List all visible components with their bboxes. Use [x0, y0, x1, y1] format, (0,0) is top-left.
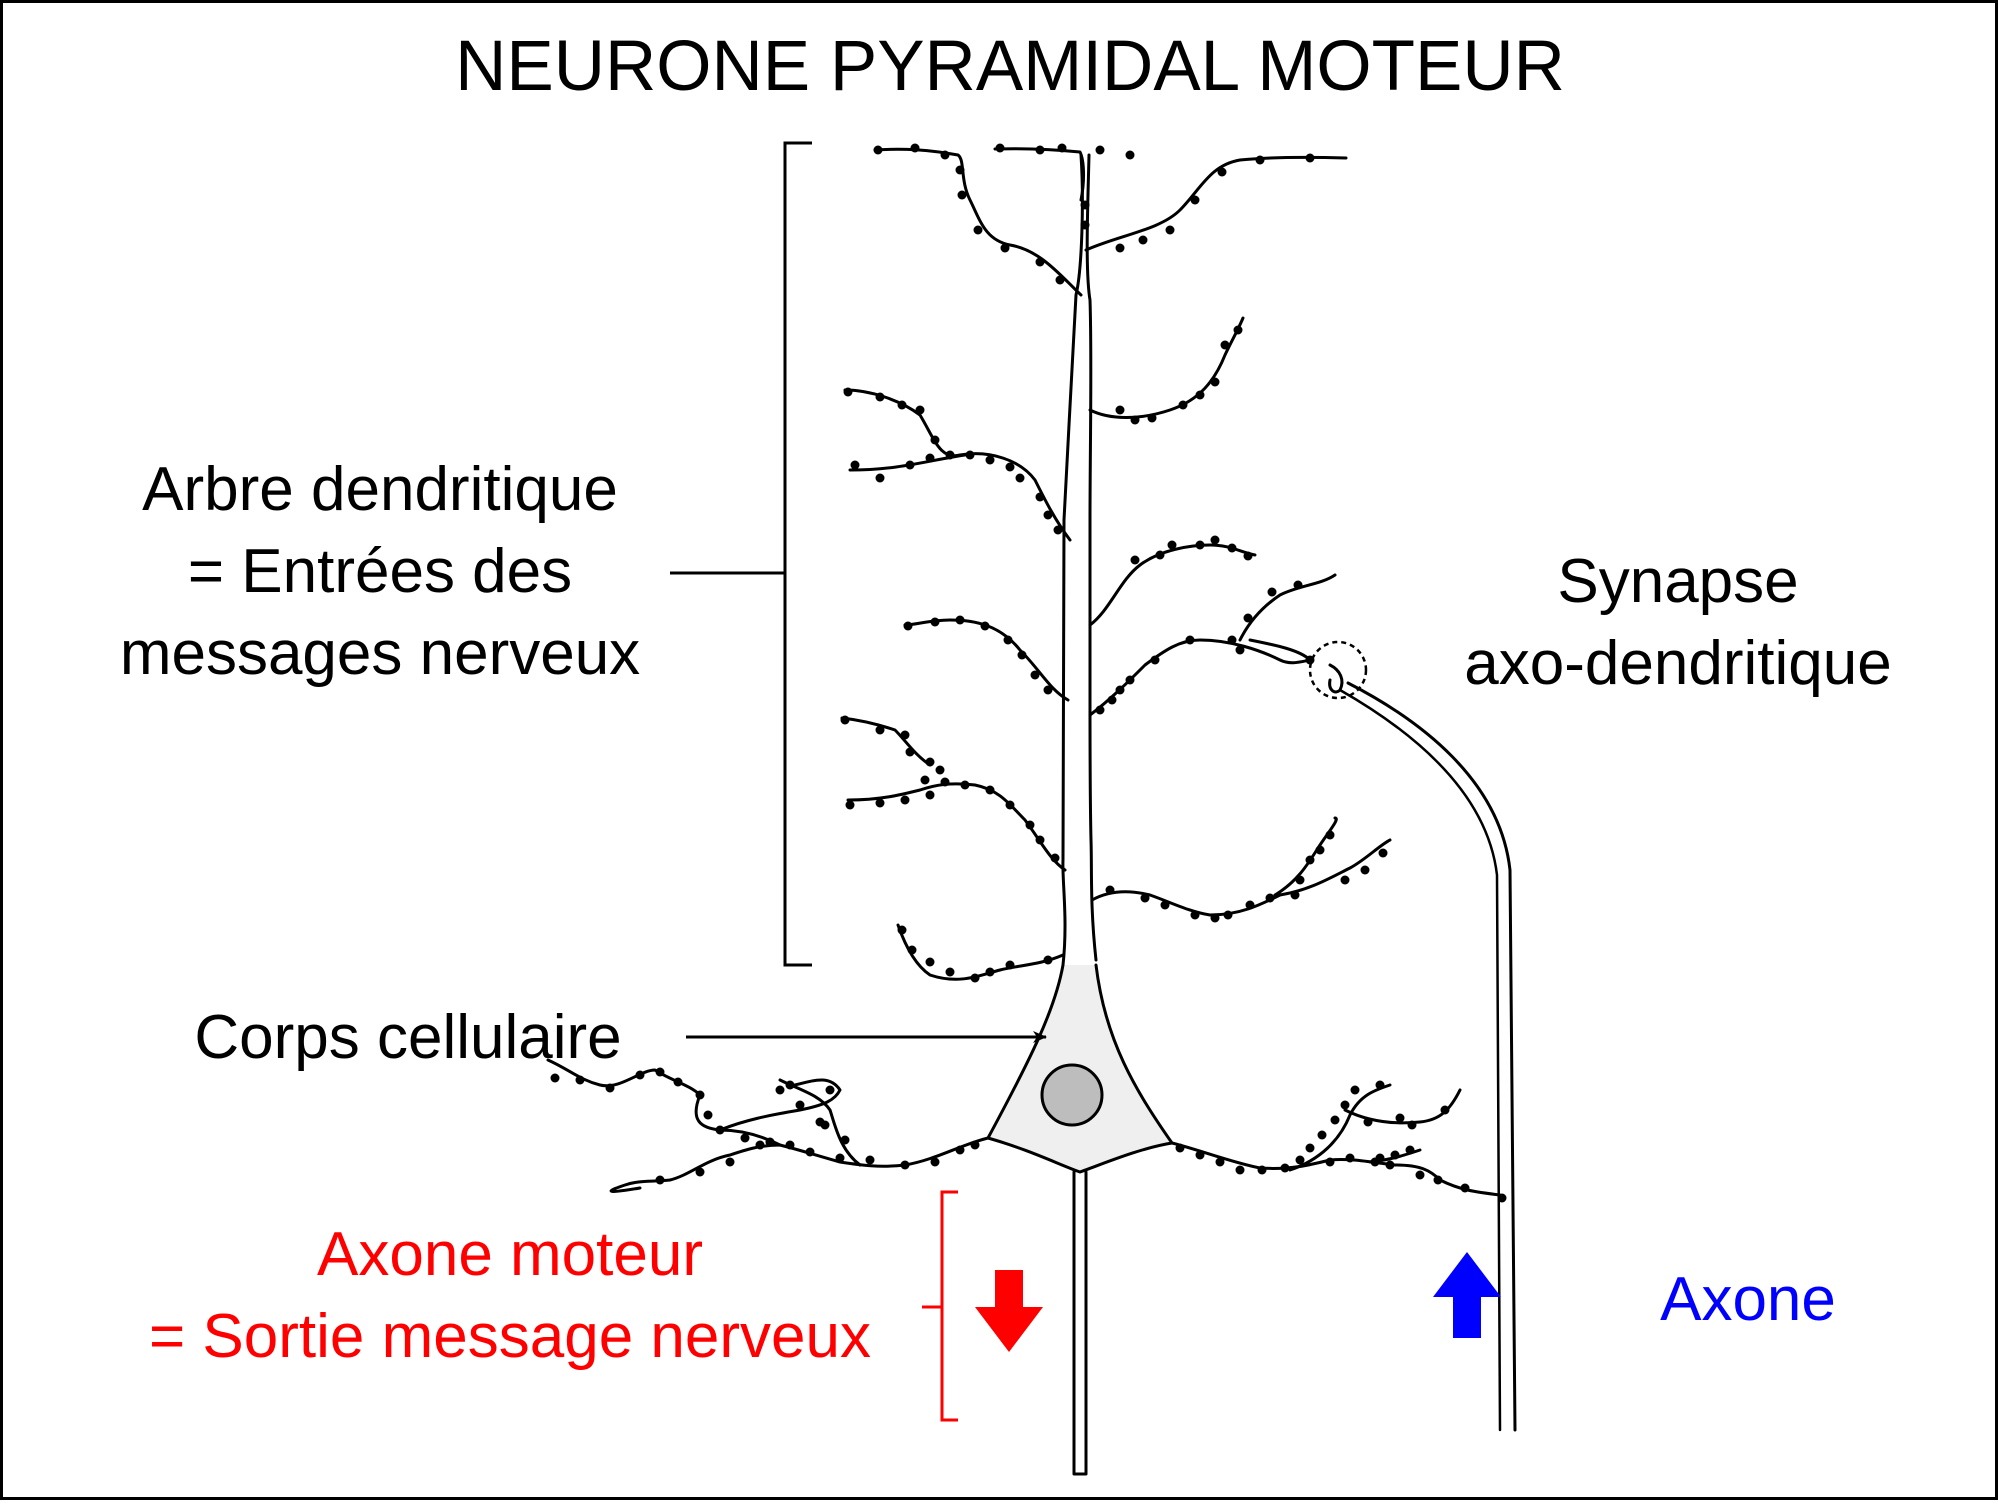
basal-dendrite: [1288, 1083, 1462, 1172]
motor-axon: [1072, 1170, 1088, 1476]
dendrite-label-line2: = Entrées des: [188, 537, 572, 606]
motor-axon-label-line2: = Sortie message nerveux: [149, 1302, 871, 1371]
axon-label: Axone: [1660, 1265, 1836, 1334]
basal-dendrite: [1170, 1141, 1502, 1197]
dendrite-branch: [1088, 573, 1337, 717]
dendrite-branch: [840, 716, 1067, 872]
basal-dendrite: [546, 1058, 842, 1147]
input-axon-inner: [1338, 688, 1502, 1432]
dendrite-label-line1: Arbre dendritique: [142, 455, 618, 524]
soma-label: Corps cellulaire: [194, 1003, 621, 1072]
dendrite-branch: [843, 388, 1072, 542]
dendrite-branch: [903, 618, 1070, 702]
motor-axon-bracket: [922, 1190, 958, 1422]
dendrite-branch: [873, 147, 1083, 297]
dendrite-branch: [1090, 816, 1392, 917]
dendrite-branch: [993, 147, 1085, 202]
dendrite-branch: [1084, 155, 1348, 252]
dendrite-branch: [896, 923, 1065, 981]
synapse-marker: [1308, 640, 1368, 700]
synapse-label-line1: Synapse: [1557, 547, 1798, 616]
dendritic-spines: [550, 143, 1507, 1203]
apical-trunk: [1061, 153, 1098, 967]
dendrite-bracket: [670, 141, 812, 967]
dendrite-branch: [1088, 316, 1245, 419]
motor-axon-label-line1: Axone moteur: [317, 1220, 703, 1289]
dendrite-label-line3: messages nerveux: [120, 619, 640, 688]
basal-dendrite: [778, 1078, 862, 1167]
down-arrow-icon: [975, 1270, 1043, 1352]
up-arrow-icon: [1433, 1252, 1501, 1338]
page-title: NEURONE PYRAMIDAL MOTEUR: [455, 27, 1565, 106]
input-axon: [1346, 681, 1517, 1432]
nucleus: [1040, 1063, 1104, 1127]
synapse-label-line2: axo-dendritique: [1464, 629, 1891, 698]
dendrite-branch: [1088, 543, 1257, 627]
axon-terminal: [1328, 663, 1344, 694]
